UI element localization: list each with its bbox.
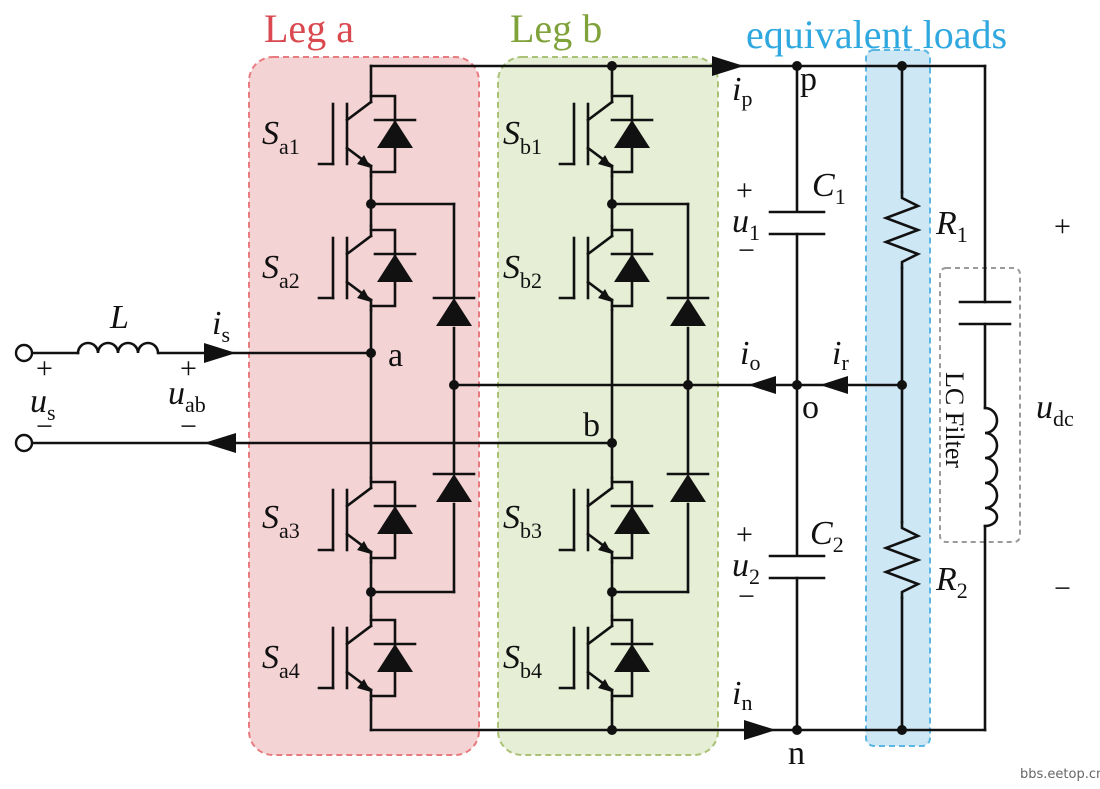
leg-a-header: Leg a bbox=[264, 6, 354, 51]
svg-text:Sb4: Sb4 bbox=[503, 639, 542, 683]
arrow-ib bbox=[204, 433, 236, 453]
node-n: n bbox=[788, 735, 805, 772]
resistor-r2 bbox=[882, 520, 922, 600]
label-sb2: Sb2 bbox=[503, 249, 542, 293]
svg-text:us: us bbox=[30, 383, 56, 425]
lc-capacitor bbox=[958, 300, 1012, 326]
svg-text:Sa3: Sa3 bbox=[262, 499, 300, 543]
u1-plus: + bbox=[736, 174, 753, 207]
svg-text:C2: C2 bbox=[810, 515, 844, 557]
label-c1: C1 bbox=[812, 167, 846, 209]
label-is: is bbox=[212, 305, 230, 347]
u2-minus: − bbox=[738, 580, 755, 613]
label-inductor-l: L bbox=[109, 299, 129, 336]
label-c2: C2 bbox=[810, 515, 844, 557]
svg-text:Sb1: Sb1 bbox=[503, 115, 542, 159]
u1-minus: − bbox=[738, 234, 755, 267]
lc-inductor bbox=[983, 406, 999, 528]
terminal-a bbox=[14, 343, 34, 363]
label-sa3: Sa3 bbox=[262, 499, 300, 543]
label-r1: R1 bbox=[935, 205, 968, 247]
lc-filter-label: LC Filter bbox=[940, 372, 969, 468]
label-sb1: Sb1 bbox=[503, 115, 542, 159]
label-udc: udc bbox=[1036, 389, 1074, 431]
arrow-ir bbox=[820, 376, 848, 394]
label-u2: u2 bbox=[732, 547, 760, 589]
leg-a-box bbox=[248, 56, 480, 756]
label-r2: R2 bbox=[935, 561, 968, 603]
svg-text:ir: ir bbox=[832, 335, 849, 375]
arrow-ip bbox=[712, 56, 744, 76]
svg-text:Sb2: Sb2 bbox=[503, 249, 542, 293]
uab-plus: + bbox=[180, 352, 197, 385]
svg-text:u1: u1 bbox=[732, 203, 760, 245]
label-u1: u1 bbox=[732, 203, 760, 245]
svg-text:udc: udc bbox=[1036, 389, 1074, 431]
us-plus: + bbox=[36, 352, 53, 385]
svg-text:Sa2: Sa2 bbox=[262, 249, 300, 293]
inductor-l bbox=[76, 341, 160, 355]
node-a: a bbox=[388, 337, 403, 374]
svg-text:C1: C1 bbox=[812, 167, 846, 209]
label-sa4: Sa4 bbox=[262, 639, 300, 683]
us-minus: − bbox=[36, 410, 53, 443]
loads-header: equivalent loads bbox=[746, 12, 1007, 57]
terminal-b bbox=[14, 433, 34, 453]
node-b: b bbox=[583, 407, 600, 444]
label-uab: uab bbox=[168, 375, 206, 417]
resistor-r1 bbox=[882, 190, 922, 270]
svg-text:R1: R1 bbox=[935, 205, 968, 247]
label-sa2: Sa2 bbox=[262, 249, 300, 293]
label-us: us bbox=[30, 383, 56, 425]
node-o: o bbox=[802, 389, 819, 426]
svg-text:is: is bbox=[212, 305, 230, 347]
label-sb4: Sb4 bbox=[503, 639, 542, 683]
loads-box bbox=[865, 49, 931, 747]
svg-text:u2: u2 bbox=[732, 547, 760, 589]
label-io: io bbox=[740, 335, 760, 375]
lc-filter-box bbox=[939, 267, 1021, 543]
label-ip: ip bbox=[732, 71, 752, 111]
u2-plus: + bbox=[736, 518, 753, 551]
capacitor-c1 bbox=[768, 210, 826, 236]
udc-plus: + bbox=[1054, 210, 1071, 243]
arrow-io bbox=[748, 376, 776, 394]
svg-text:Sb3: Sb3 bbox=[503, 499, 542, 543]
node-p: p bbox=[800, 61, 817, 98]
label-sb3: Sb3 bbox=[503, 499, 542, 543]
leg-b-header: Leg b bbox=[510, 6, 602, 51]
udc-minus: − bbox=[1054, 572, 1071, 605]
arrow-is bbox=[204, 343, 236, 363]
watermark: bbs.eetop.cn bbox=[1020, 767, 1100, 782]
svg-text:io: io bbox=[740, 335, 760, 375]
label-sa1: Sa1 bbox=[262, 115, 300, 159]
capacitor-c2 bbox=[768, 554, 826, 580]
svg-text:Sa4: Sa4 bbox=[262, 639, 300, 683]
leg-b-box bbox=[497, 56, 719, 756]
svg-text:R2: R2 bbox=[935, 561, 968, 603]
svg-text:Sa1: Sa1 bbox=[262, 115, 300, 159]
arrow-in bbox=[744, 720, 776, 740]
svg-text:ip: ip bbox=[732, 71, 752, 111]
label-in: in bbox=[732, 675, 752, 715]
label-ir: ir bbox=[832, 335, 849, 375]
uab-minus: − bbox=[180, 410, 197, 443]
svg-text:uab: uab bbox=[168, 375, 206, 417]
svg-text:in: in bbox=[732, 675, 752, 715]
